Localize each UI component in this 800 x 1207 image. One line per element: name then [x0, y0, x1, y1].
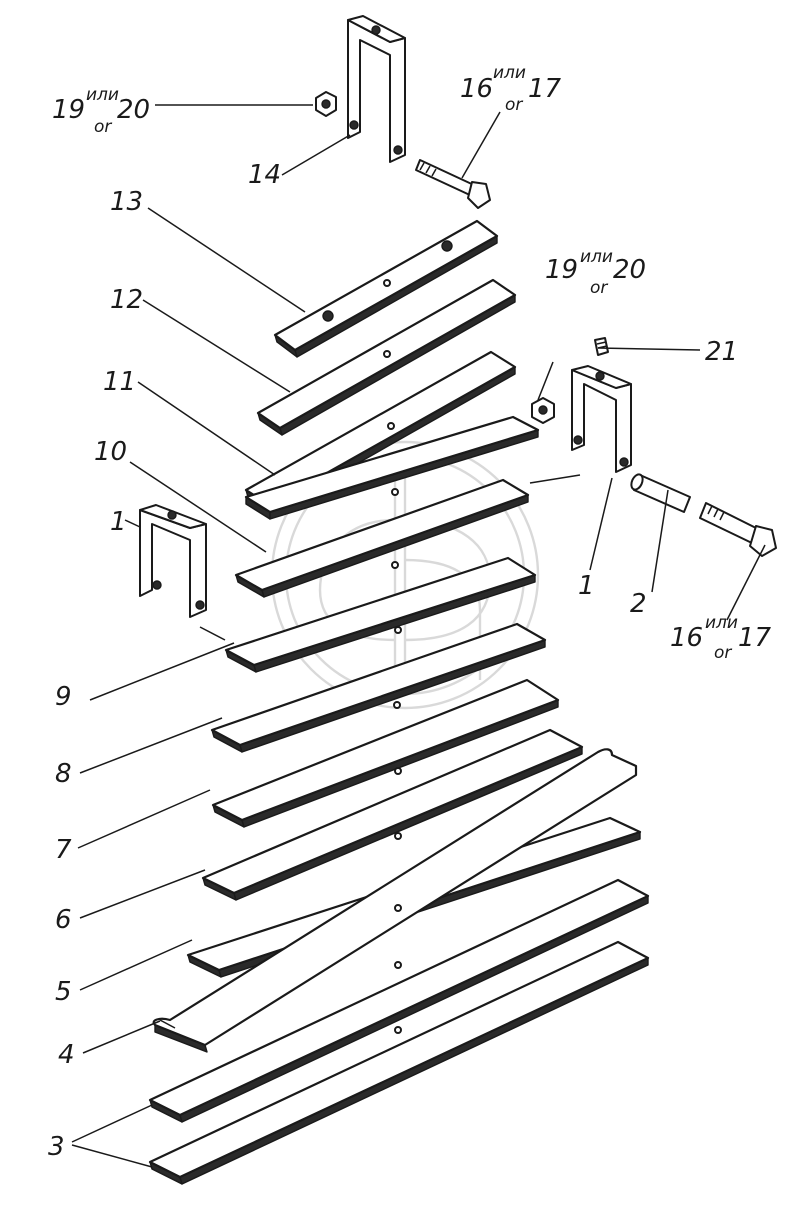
label-9: 9: [55, 682, 72, 712]
label-nut-top-alt: 20: [117, 95, 150, 125]
label-14: 14: [248, 160, 281, 190]
label-nut-right-sub: or: [590, 278, 608, 298]
nut-top: [315, 91, 337, 117]
pin-2: [630, 473, 691, 513]
bolt-top: [415, 159, 491, 209]
leaf-10: [244, 415, 540, 520]
label-6: 6: [55, 905, 72, 935]
label-13: 13: [110, 187, 143, 217]
label-nut-right: 19 или or 20: [545, 247, 646, 298]
label-bolt-top-sub: or: [505, 95, 523, 115]
label-nut-top-main: 19: [52, 95, 85, 125]
label-bolt-top-sup: или: [493, 63, 526, 83]
leader-lines: [71, 104, 766, 1168]
label-5: 5: [55, 977, 72, 1007]
leaf-6: [211, 678, 560, 828]
label-nut-top: 19 или or 20: [52, 85, 150, 137]
label-bolt-right-alt: 17: [738, 623, 772, 653]
u-clamp-14: [347, 15, 406, 163]
label-nut-top-sup: или: [86, 85, 119, 105]
label-3: 3: [48, 1132, 65, 1162]
label-nut-right-main: 19: [545, 255, 578, 285]
leaf-9: [234, 478, 530, 598]
label-21: 21: [705, 337, 738, 367]
leaf-12: [256, 278, 517, 436]
leaf-7: [210, 622, 547, 753]
label-nut-top-sub: or: [94, 117, 112, 137]
grease-fitting-21: [594, 337, 609, 356]
label-2: 2: [630, 589, 647, 619]
label-1-left: 1: [110, 507, 127, 537]
label-7: 7: [55, 835, 72, 865]
label-bolt-top: 16 или or 17: [460, 63, 562, 115]
leaf-13: [273, 219, 499, 358]
leaf-8: [224, 556, 537, 673]
leaf-5: [201, 728, 584, 901]
label-nut-right-alt: 20: [613, 255, 646, 285]
label-bolt-right-main: 16: [670, 623, 703, 653]
label-bolt-right: 16 или or 17: [670, 613, 772, 663]
label-12: 12: [110, 285, 143, 315]
u-clamp-1-left: [139, 504, 207, 618]
bolt-right: [699, 502, 777, 557]
leaf-4-main: [152, 748, 638, 1053]
label-10: 10: [94, 437, 127, 467]
label-bolt-top-alt: 17: [528, 74, 562, 104]
u-clamp-1-right: [571, 365, 632, 473]
label-bolt-right-sup: или: [705, 613, 738, 633]
nut-right: [531, 397, 555, 424]
label-nut-right-sup: или: [580, 247, 613, 267]
label-1-right: 1: [578, 571, 595, 601]
label-8: 8: [55, 759, 72, 789]
label-bolt-right-sub: or: [714, 643, 732, 663]
label-11: 11: [103, 367, 136, 397]
label-4: 4: [58, 1040, 75, 1070]
leaf-3: [148, 878, 650, 1185]
label-bolt-top-main: 16: [460, 74, 493, 104]
